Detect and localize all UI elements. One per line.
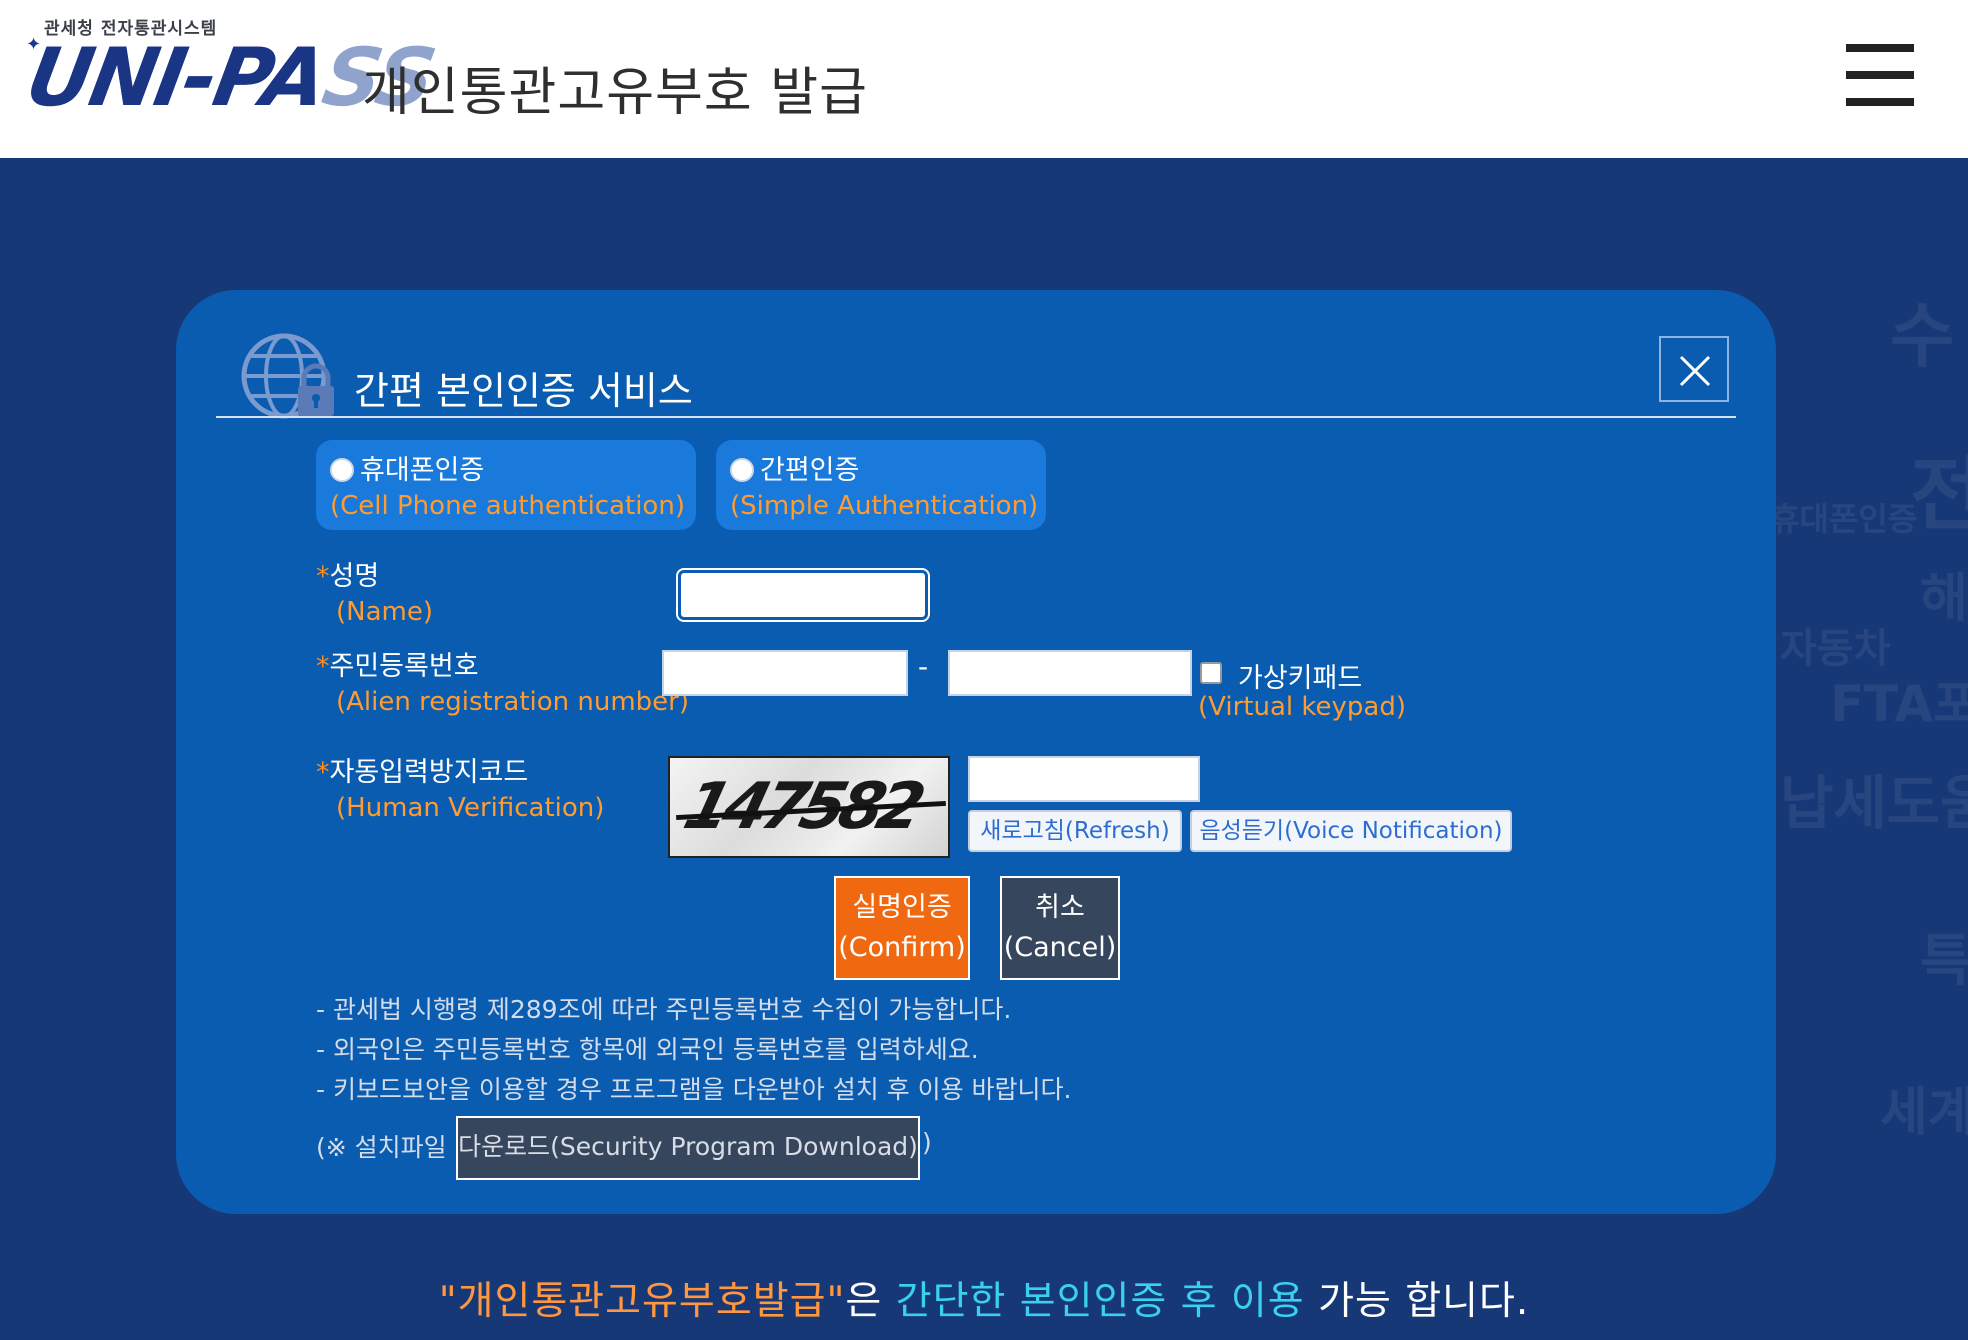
virtual-keypad-checkbox[interactable] <box>1200 662 1222 684</box>
background-word: 납세도움 <box>1780 769 1968 837</box>
registration-label: *주민등록번호 (Alien registration number) <box>316 644 689 717</box>
modal-title: 간편 본인인증 서비스 <box>354 369 693 413</box>
site-header: 관세청 전자통관시스템 ✦ UNI-PASS 개인통관고유부호 발급 <box>0 0 1968 158</box>
registration-separator: - <box>918 650 929 683</box>
tab-cell-phone-auth[interactable]: 휴대폰인증 (Cell Phone authentication) <box>316 440 696 530</box>
simple-auth-radio[interactable] <box>730 458 754 482</box>
confirm-button[interactable]: 실명인증 (Confirm) <box>834 876 970 980</box>
auth-modal: 간편 본인인증 서비스 휴대폰인증 (Cell Phone authentica… <box>176 290 1776 1214</box>
registration-label-en: (Alien registration number) <box>336 687 690 717</box>
cancel-label-ko: 취소 <box>1035 892 1085 923</box>
cancel-label-en: (Cancel) <box>1003 932 1117 963</box>
tab-simple-auth[interactable]: 간편인증 (Simple Authentication) <box>716 440 1046 530</box>
captcha-input[interactable] <box>968 756 1200 802</box>
page-title: 개인통관고유부호 발급 <box>362 63 868 123</box>
close-icon <box>1679 355 1711 387</box>
globe-lock-icon <box>238 330 348 422</box>
close-button[interactable] <box>1659 336 1729 402</box>
captcha-label-en: (Human Verification) <box>336 793 605 823</box>
name-label-ko: 성명 <box>329 561 380 592</box>
virtual-keypad-label: 가상키패드 <box>1238 663 1363 694</box>
name-label-en: (Name) <box>336 597 433 627</box>
captcha-image: 147582 <box>668 756 950 858</box>
logo-star-icon: ✦ <box>26 34 42 55</box>
captcha-voice-button[interactable]: 음성듣기(Voice Notification) <box>1190 810 1512 852</box>
cell-phone-auth-label: 휴대폰인증 <box>360 455 485 486</box>
caption-service-name: "개인통관고유부호발급" <box>438 1279 846 1324</box>
notice-item: - 외국인은 주민등록번호 항목에 외국인 등록번호를 입력하세요. <box>316 1035 979 1064</box>
service-caption: "개인통관고유부호발급"은 간단한 본인인증 후 이용 가능 합니다. <box>0 1270 1968 1326</box>
required-mark: * <box>316 561 330 592</box>
confirm-label-en: (Confirm) <box>838 932 966 963</box>
virtual-keypad-label-en: (Virtual keypad) <box>1198 692 1406 722</box>
name-input[interactable] <box>676 568 930 622</box>
registration-front-input[interactable] <box>662 650 908 696</box>
logo-uni-text: UNI-PA <box>19 31 333 124</box>
cell-phone-radio[interactable] <box>330 458 354 482</box>
captcha-label: *자동입력방지코드 (Human Verification) <box>316 750 604 823</box>
modal-divider <box>216 416 1736 418</box>
required-mark: * <box>316 651 330 682</box>
background-word: 세계 <box>1880 1083 1968 1143</box>
simple-auth-label: 간편인증 <box>760 455 860 486</box>
captcha-label-ko: 자동입력방지코드 <box>329 757 529 788</box>
cell-phone-auth-label-en: (Cell Phone authentication) <box>330 491 685 521</box>
notice-item: - 키보드보안을 이용할 경우 프로그램을 다운받아 설치 후 이용 바랍니다. <box>316 1075 1072 1104</box>
notice-item: - 관세법 시행령 제289조에 따라 주민등록번호 수집이 가능합니다. <box>316 995 1012 1024</box>
registration-label-ko: 주민등록번호 <box>329 651 479 682</box>
hamburger-icon[interactable] <box>1846 44 1914 106</box>
security-download-button[interactable]: 다운로드(Security Program Download) <box>456 1116 920 1180</box>
confirm-label-ko: 실명인증 <box>852 892 952 923</box>
required-mark: * <box>316 757 330 788</box>
install-prefix: (※ 설치파일 <box>316 1133 447 1162</box>
caption-part: 가능 합니다. <box>1304 1279 1530 1324</box>
caption-highlight: 간단한 본인인증 후 이용 <box>895 1279 1305 1324</box>
install-suffix: ) <box>922 1128 932 1157</box>
name-label: *성명 (Name) <box>316 554 433 627</box>
registration-back-input[interactable] <box>948 650 1192 696</box>
notice-list: - 관세법 시행령 제289조에 따라 주민등록번호 수집이 가능합니다. - … <box>316 990 1072 1110</box>
logo-subtitle: 관세청 전자통관시스템 <box>44 19 218 39</box>
background-word: 자동차 <box>1780 626 1891 672</box>
captcha-refresh-button[interactable]: 새로고침(Refresh) <box>968 810 1182 852</box>
background-word: 휴대폰인증 <box>1770 500 1918 538</box>
cancel-button[interactable]: 취소 (Cancel) <box>1000 876 1120 980</box>
caption-part: 은 <box>845 1279 896 1324</box>
background-word: 해 <box>1920 569 1968 629</box>
background-word: FTA포 <box>1830 675 1968 733</box>
background-word: 특 <box>1920 929 1968 994</box>
background-word: 수 <box>1890 295 1955 377</box>
background-word: 전 <box>1910 448 1968 541</box>
simple-auth-label-en: (Simple Authentication) <box>730 491 1039 521</box>
